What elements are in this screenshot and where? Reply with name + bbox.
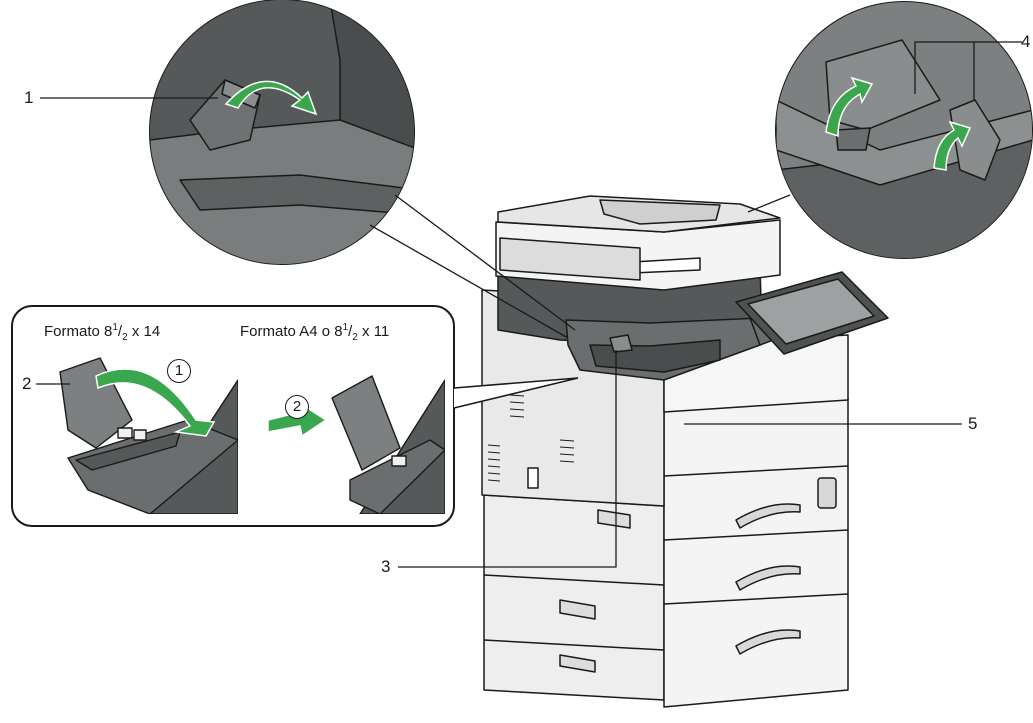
caption-right-prefix: Formato A4 o 8 — [240, 323, 343, 340]
leader-lines — [36, 41, 1022, 568]
zoom-circle-output-extender — [149, 0, 415, 265]
printer-body — [481, 195, 889, 708]
tray-extension-pulled — [331, 375, 401, 471]
zoom-circle-adf-stoppers — [775, 1, 1033, 259]
caption-right-sup: 1 — [342, 322, 349, 333]
touch-screen — [747, 278, 875, 345]
paper-tray-stack — [483, 494, 665, 701]
callout-3: 3 — [381, 557, 391, 576]
step-2-badge: 2 — [285, 395, 309, 419]
caption-left-sup: 1 — [112, 322, 118, 333]
callout-1: 1 — [24, 88, 34, 107]
step-1-badge: 1 — [167, 359, 191, 383]
tray-handles — [735, 477, 837, 655]
tray-extension-raised — [59, 357, 133, 449]
caption-left-prefix: Formato 8 — [44, 323, 113, 340]
caption-right-sub: 2 — [352, 332, 358, 343]
callout-5: 5 — [968, 414, 978, 433]
paper-tray-front — [663, 397, 849, 708]
leader-3 — [398, 350, 617, 568]
caption-left-sub: 2 — [122, 332, 128, 343]
stopper-arrow-large — [825, 76, 874, 138]
caption-right-suffix: x 11 — [357, 323, 390, 340]
adf-stopper-large — [825, 39, 941, 131]
leader-4 — [914, 41, 1022, 94]
caption-format-a4-letter: Formato A4 o 81/2 x 11 — [240, 322, 390, 343]
callout-2: 2 — [22, 374, 32, 393]
callout-4: 4 — [1021, 32, 1031, 51]
side-vents — [487, 394, 575, 482]
extension-arrow-1 — [95, 368, 216, 437]
caption-left-suffix: x 14 — [127, 323, 161, 340]
lift-arrow — [224, 80, 318, 116]
caption-format-legal: Formato 81/2 x 14 — [44, 322, 161, 343]
adf-stopper-small — [949, 99, 1001, 181]
stopper-arrow-small — [933, 120, 972, 171]
inset-panel — [11, 305, 579, 527]
